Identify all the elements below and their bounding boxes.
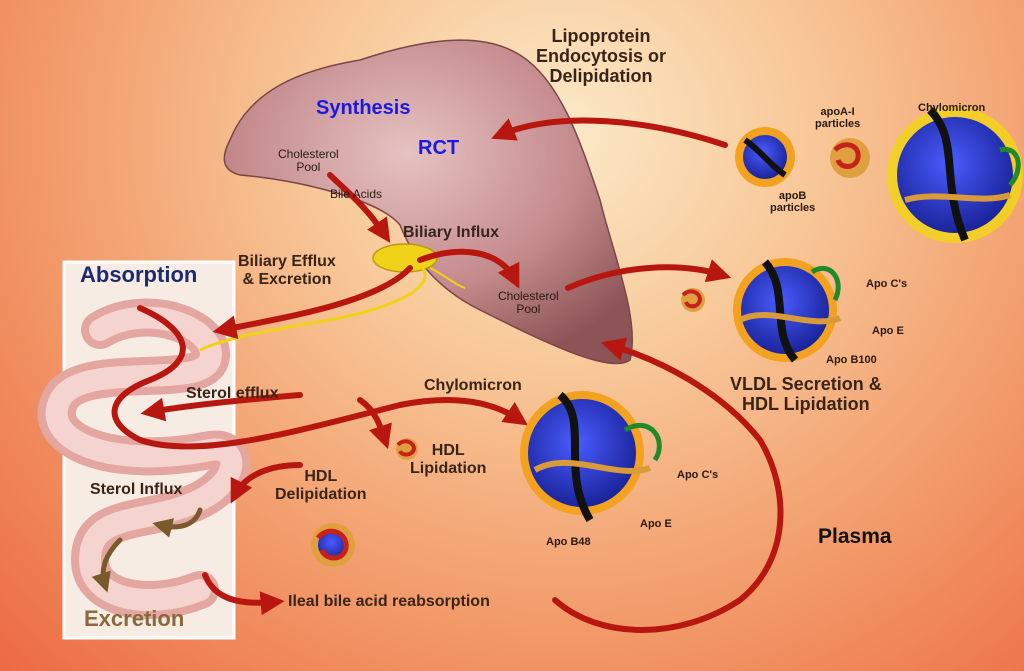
label-apo-e-vldl: Apo E [872, 325, 904, 337]
hdl-particle-delipidation [311, 523, 355, 567]
chylomicron-mid [520, 391, 662, 523]
label-apo-e-chylo: Apo E [640, 518, 672, 530]
arrow-sterol-efflux [140, 392, 303, 422]
arrow-to-hdl-lipidation [357, 397, 392, 450]
label-ileal-reabsorption: Ileal bile acid reabsorption [288, 593, 490, 610]
arrow-biliary-efflux [212, 265, 413, 340]
label-plasma: Plasma [818, 525, 892, 548]
apoa-particle [830, 138, 870, 178]
label-chylomicron-top: Chylomicron [918, 102, 986, 114]
label-absorption: Absorption [80, 262, 198, 287]
label-chylomicron-mid: Chylomicron [424, 377, 522, 394]
label-apo-b48: Apo B48 [546, 536, 591, 548]
chylomicron-large-top [887, 107, 1023, 243]
arrow-ileal [202, 572, 285, 616]
arrow-pool-to-bile [327, 172, 391, 243]
arrow-excretion-brown [91, 537, 123, 593]
label-apo-cs-vldl: Apo C's [866, 278, 908, 290]
arrow-vldl-secretion [565, 259, 732, 291]
arrow-hdl-delipidation [230, 462, 303, 504]
arrow-lipoprotein-to-liver [491, 117, 728, 148]
label-cholesterol-pool-top: Cholesterol Pool [278, 147, 339, 175]
label-apo-cs-chylo: Apo C's [677, 469, 719, 481]
label-excretion: Excretion [84, 606, 185, 631]
label-vldl-secretion: VLDL Secretion & HDL Lipidation [730, 374, 882, 414]
label-biliary-efflux: Biliary Efflux & Excretion [238, 253, 336, 288]
label-synthesis: Synthesis [316, 97, 411, 119]
hdl-particle-small-right [681, 288, 705, 312]
label-bile-acids: Bile Acids [330, 187, 383, 201]
arrow-sterol-influx-brown [152, 507, 203, 538]
label-biliary-influx: Biliary Influx [403, 224, 500, 241]
label-lipoprotein-endocytosis: Lipoprotein Endocytosis or Delipidation [536, 26, 667, 86]
arrow-intestine-lumen [111, 305, 528, 450]
label-sterol-efflux: Sterol efflux [186, 385, 279, 402]
label-cholesterol-pool-mid: Cholesterol Pool [498, 289, 559, 317]
label-apob-particles: apoB particles [770, 190, 816, 215]
label-hdl-lipidation: HDL Lipidation [410, 442, 487, 477]
apob-particle [735, 127, 795, 187]
label-apo-b100: Apo B100 [826, 354, 877, 366]
label-rct: RCT [418, 137, 460, 159]
flux-arrows [111, 117, 784, 633]
arrow-plasma-return [552, 337, 784, 633]
label-apoa-particles: apoA-I particles [815, 106, 861, 131]
label-sterol-influx: Sterol Influx [90, 481, 183, 498]
hdl-particle-lipidation [396, 438, 418, 460]
bile-duct [199, 263, 427, 352]
label-hdl-delipidation: HDL Delipidation [275, 468, 367, 503]
vldl-particle [733, 258, 842, 363]
arrow-biliary-influx [417, 248, 520, 289]
